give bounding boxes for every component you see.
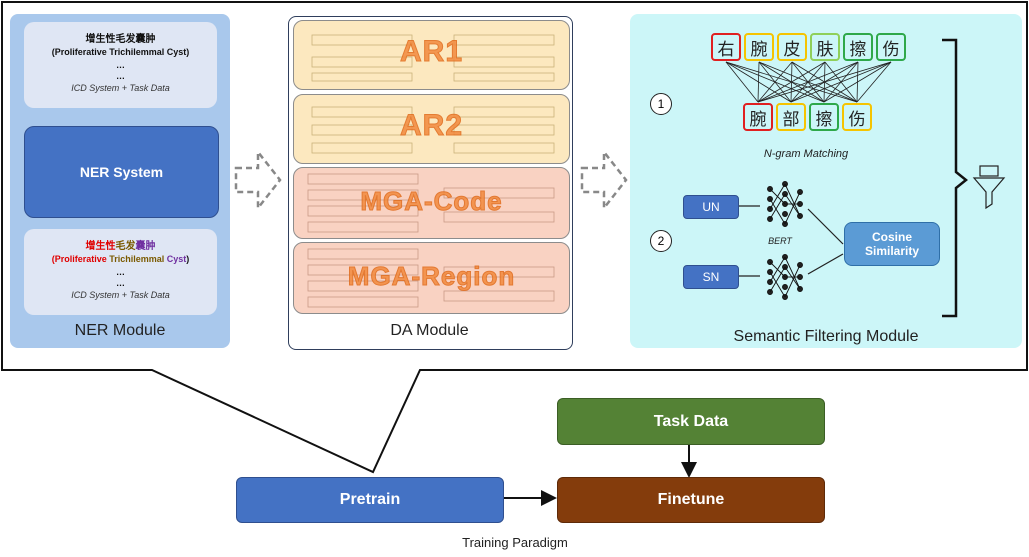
da-module-label: DA Module <box>390 322 469 339</box>
ner-module-label: NER Module <box>74 322 166 339</box>
top-char-row: 右 腕 皮 肤 擦 伤 <box>711 33 906 61</box>
ar1-title: AR1 <box>399 35 463 69</box>
mga-code-table-lines <box>307 173 555 233</box>
bert-network-bottom <box>767 254 803 300</box>
ellipsis: … <box>116 278 125 288</box>
char-box: 伤 <box>876 33 906 61</box>
task-data-box: Task Data <box>557 398 825 445</box>
char-box: 部 <box>776 103 806 131</box>
tag-span: 增生性 <box>85 241 116 252</box>
english-term-tagged: (Proliferative Trichilemmal Cyst) <box>24 254 217 264</box>
bracket <box>942 38 969 318</box>
da-card-ar2: AR2 <box>293 94 570 164</box>
tag-span: Cyst <box>166 254 187 264</box>
mga-code-title: MGA-Code <box>360 186 503 217</box>
ner-input-card: 增生性毛发囊肿 (Proliferative Trichilemmal Cyst… <box>24 22 217 108</box>
cosine-similarity-box: Cosine Similarity <box>844 222 940 266</box>
da-card-mga-region: MGA-Region <box>293 242 570 314</box>
tag-span: 囊肿 <box>135 241 156 252</box>
char-box: 擦 <box>809 103 839 131</box>
ngram-connections <box>725 38 1006 318</box>
ellipsis: … <box>116 71 125 81</box>
ner-system-box: NER System <box>24 126 219 218</box>
char-box: 擦 <box>843 33 873 61</box>
un-box: UN <box>683 195 739 219</box>
chinese-term-tagged: 增生性毛发囊肿 <box>24 237 217 252</box>
ar2-table-lines <box>311 106 555 154</box>
finetune-box: Finetune <box>557 477 825 523</box>
dashed-arrow-icon-2 <box>580 148 628 212</box>
char-box: 伤 <box>842 103 872 131</box>
step-2-badge: 2 <box>650 230 672 252</box>
bert-label: BERT <box>768 236 792 246</box>
semantic-module-label: Semantic Filtering Module <box>733 328 919 345</box>
char-box: 腕 <box>744 33 774 61</box>
char-box: 腕 <box>743 103 773 131</box>
filter-funnel-icon <box>972 165 1006 210</box>
char-box: 皮 <box>777 33 807 61</box>
outer-frame-border <box>1 1 1028 474</box>
da-card-ar1: AR1 <box>293 20 570 90</box>
ar1-table-lines <box>311 34 555 82</box>
tag-span: 毛发 <box>115 241 136 252</box>
ar2-title: AR2 <box>399 109 463 143</box>
dashed-arrow-icon <box>234 148 282 212</box>
tag-span: Trichilemmal <box>109 254 167 264</box>
ner-output-card: 增生性毛发囊肿 (Proliferative Trichilemmal Cyst… <box>24 229 217 315</box>
bottom-char-row: 腕 部 擦 伤 <box>743 103 872 131</box>
mga-region-table-lines <box>307 248 555 308</box>
char-box: 肤 <box>810 33 840 61</box>
mga-region-title: MGA-Region <box>347 261 516 292</box>
tag-span: ) <box>186 254 190 264</box>
step-1-badge: 1 <box>650 93 672 115</box>
card-footer: ICD System + Task Data <box>71 83 170 93</box>
da-card-mga-code: MGA-Code <box>293 167 570 239</box>
training-paradigm-caption: Training Paradigm <box>462 535 568 550</box>
ellipsis: … <box>116 267 125 277</box>
sn-box: SN <box>683 265 739 289</box>
bert-network-top <box>767 181 803 227</box>
pretrain-box: Pretrain <box>236 477 504 523</box>
ellipsis: … <box>116 60 125 70</box>
card-footer: ICD System + Task Data <box>71 290 170 300</box>
char-box: 右 <box>711 33 741 61</box>
chinese-term: 增生性毛发囊肿 <box>85 34 156 45</box>
tag-span: (Proliferative <box>51 254 110 264</box>
english-term: (Proliferative Trichilemmal Cyst) <box>51 47 190 57</box>
ngram-label: N-gram Matching <box>763 148 849 160</box>
